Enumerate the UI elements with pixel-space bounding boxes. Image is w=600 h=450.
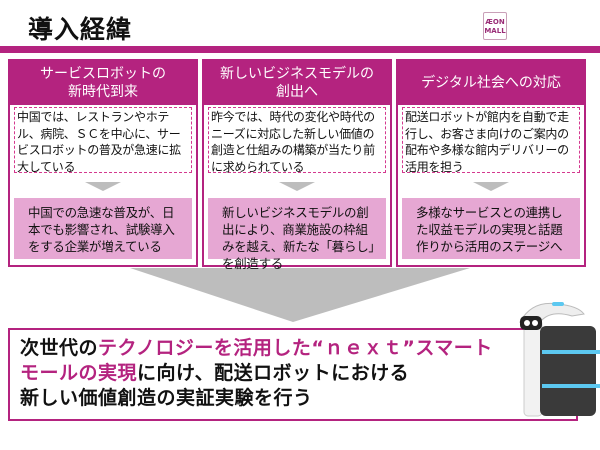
logo-line2: MALL — [484, 27, 506, 35]
logo-line1: ÆON — [485, 18, 505, 26]
down-arrow-icon — [279, 182, 315, 191]
column-header: デジタル社会への対応 — [398, 61, 584, 105]
delivery-robot-image — [519, 302, 600, 417]
column-service-robot: サービスロボットの 新時代到来 中国では、レストランやホテル、病院、ＳＣを中心に… — [8, 59, 198, 267]
column-result: 多様なサービスとの連携した収益モデルの実現と話題作りから活用のステージへ — [402, 198, 580, 259]
column-header: サービスロボットの 新時代到来 — [10, 61, 196, 105]
column-detail: 昨今では、時代の変化や時代のニーズに対応した新しい価値の創造と仕組みの構築が当た… — [208, 107, 386, 174]
column-header: 新しいビジネスモデルの 創出へ — [204, 61, 390, 105]
column-result: 中国での急速な普及が、日本でも影響され、試験導入をする企業が増えている — [14, 198, 192, 259]
column-result: 新しいビジネスモデルの創出により、商業施設の枠組みを越え、新たな「暮らし」を創造… — [208, 198, 386, 271]
conclusion-text: 新しい価値創造の実証実験を行う — [20, 387, 313, 409]
down-arrow-icon — [473, 182, 509, 191]
page-title: 導入経緯 — [28, 15, 133, 44]
conclusion-box: 次世代のテクノロジーを活用した“ｎｅｘｔ”スマート モールの実現に向け、配送ロボ… — [8, 328, 578, 421]
conclusion-text: 次世代の — [20, 337, 99, 359]
column-detail: 中国では、レストランやホテル、病院、ＳＣを中心に、サービスロボットの普及が急速に… — [14, 107, 192, 174]
column-digital-society: デジタル社会への対応 配送ロボットが館内を自動で走行し、お客さま向けのご案内の配… — [396, 59, 586, 267]
column-new-business-model: 新しいビジネスモデルの 創出へ 昨今では、時代の変化や時代のニーズに対応した新し… — [202, 59, 392, 271]
conclusion-highlight: テクノロジーを活用した“ｎｅｘｔ”スマート — [98, 337, 493, 359]
column-detail: 配送ロボットが館内を自動で走行し、お客さま向けのご案内の配布や多様な館内デリバリ… — [402, 107, 580, 174]
title-divider — [0, 46, 600, 53]
conclusion-text: に向け、配送ロボットにおける — [137, 362, 410, 384]
conclusion-highlight: モールの実現 — [20, 362, 138, 384]
down-arrow-icon — [85, 182, 121, 191]
